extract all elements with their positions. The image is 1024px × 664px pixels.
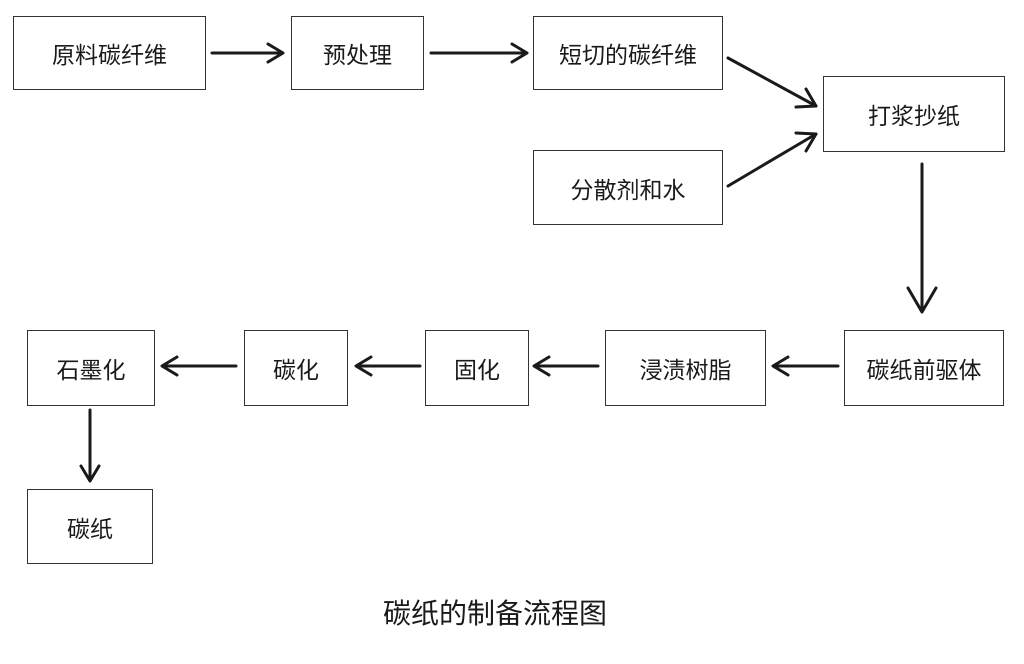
node-chopped-carbon-fiber: 短切的碳纤维 (533, 16, 723, 90)
arrow-pulping-to-precursor (906, 162, 938, 314)
arrow-dispersant-to-pulping (726, 131, 818, 188)
node-resin-impregnation: 浸渍树脂 (605, 330, 766, 406)
node-carbon-paper: 碳纸 (27, 489, 153, 564)
node-label: 浸渍树脂 (639, 358, 732, 384)
node-label: 碳纸前驱体 (866, 358, 982, 384)
node-label: 原料碳纤维 (52, 43, 167, 69)
arrow-impregnation-to-curing (532, 355, 600, 377)
arrow-precursor-to-impregnation (771, 355, 840, 377)
node-dispersant-and-water: 分散剂和水 (533, 150, 723, 225)
arrow-chopped-to-pulping (726, 56, 818, 109)
node-pulping-papermaking: 打浆抄纸 (823, 76, 1005, 152)
node-label: 碳纸 (67, 516, 113, 543)
arrow-graphitization-to-carbon-paper (79, 408, 101, 483)
diagram-caption: 碳纸的制备流程图 (382, 597, 607, 630)
node-carbon-paper-precursor: 碳纸前驱体 (844, 330, 1004, 406)
arrow-curing-to-carbonization (354, 355, 422, 377)
node-carbonization: 碳化 (244, 330, 348, 406)
arrow-raw-to-pretreatment (210, 42, 285, 64)
node-label: 预处理 (323, 43, 392, 69)
node-curing: 固化 (425, 330, 529, 406)
node-label: 打浆抄纸 (868, 104, 960, 130)
arrow-pretreatment-to-chopped (429, 42, 529, 64)
node-label: 固化 (454, 358, 500, 384)
node-graphitization: 石墨化 (27, 330, 155, 406)
node-label: 石墨化 (56, 358, 126, 384)
node-label: 短切的碳纤维 (559, 43, 697, 69)
node-raw-carbon-fiber: 原料碳纤维 (13, 16, 206, 90)
node-pretreatment: 预处理 (291, 16, 424, 90)
node-label: 碳化 (273, 358, 319, 384)
node-label: 分散剂和水 (570, 177, 686, 204)
arrow-carbonization-to-graphitization (160, 355, 238, 377)
